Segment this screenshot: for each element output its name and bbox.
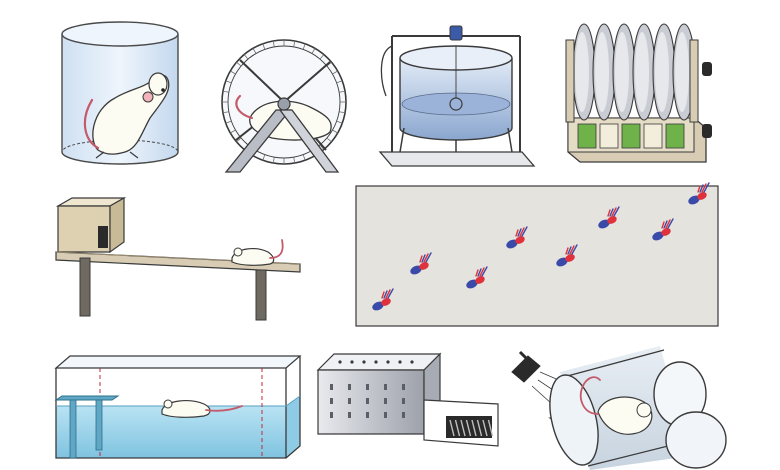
rat-in-tube-with-lamp-icon <box>549 346 727 470</box>
base-plate <box>378 151 536 167</box>
running-wheel-panel <box>221 39 347 173</box>
paw-print <box>372 288 394 311</box>
paw-print <box>652 218 674 241</box>
beam-walking-panel <box>55 196 301 321</box>
grid-ladder-box-panel <box>316 352 499 447</box>
paw-print <box>466 266 488 289</box>
rat-swimming-tank-icon <box>161 399 243 418</box>
paw-print-track-icon <box>372 182 710 311</box>
rat-in-cylinder-icon <box>83 72 170 159</box>
rotarod-drum-panel <box>378 25 536 167</box>
rat-on-beam-icon <box>231 239 284 266</box>
multi-lane-rotarod-icon <box>569 23 699 121</box>
restraint-tube-panel <box>511 346 727 470</box>
wheel-stand <box>224 97 340 173</box>
paw-print <box>688 182 710 205</box>
side-posts <box>565 39 712 138</box>
metal-box <box>316 352 442 436</box>
goal-box <box>55 196 127 254</box>
paw-print <box>598 206 620 229</box>
water-maze-panel <box>54 355 302 459</box>
paw-print <box>410 252 432 275</box>
paw-print <box>506 226 528 249</box>
rotarod-multilane-panel <box>565 23 712 163</box>
escape-platform <box>54 395 120 459</box>
footprint-analysis-panel <box>355 182 719 327</box>
paw-print <box>556 244 578 267</box>
ladder-ramp <box>423 399 499 447</box>
wooden-base <box>567 117 707 163</box>
rotating-drum-apparatus-icon <box>380 25 513 153</box>
tank <box>54 355 302 459</box>
lamp <box>511 350 569 405</box>
beam-legs <box>79 257 267 321</box>
paper-sheet <box>355 185 719 327</box>
cylinder-test-panel <box>61 21 179 165</box>
